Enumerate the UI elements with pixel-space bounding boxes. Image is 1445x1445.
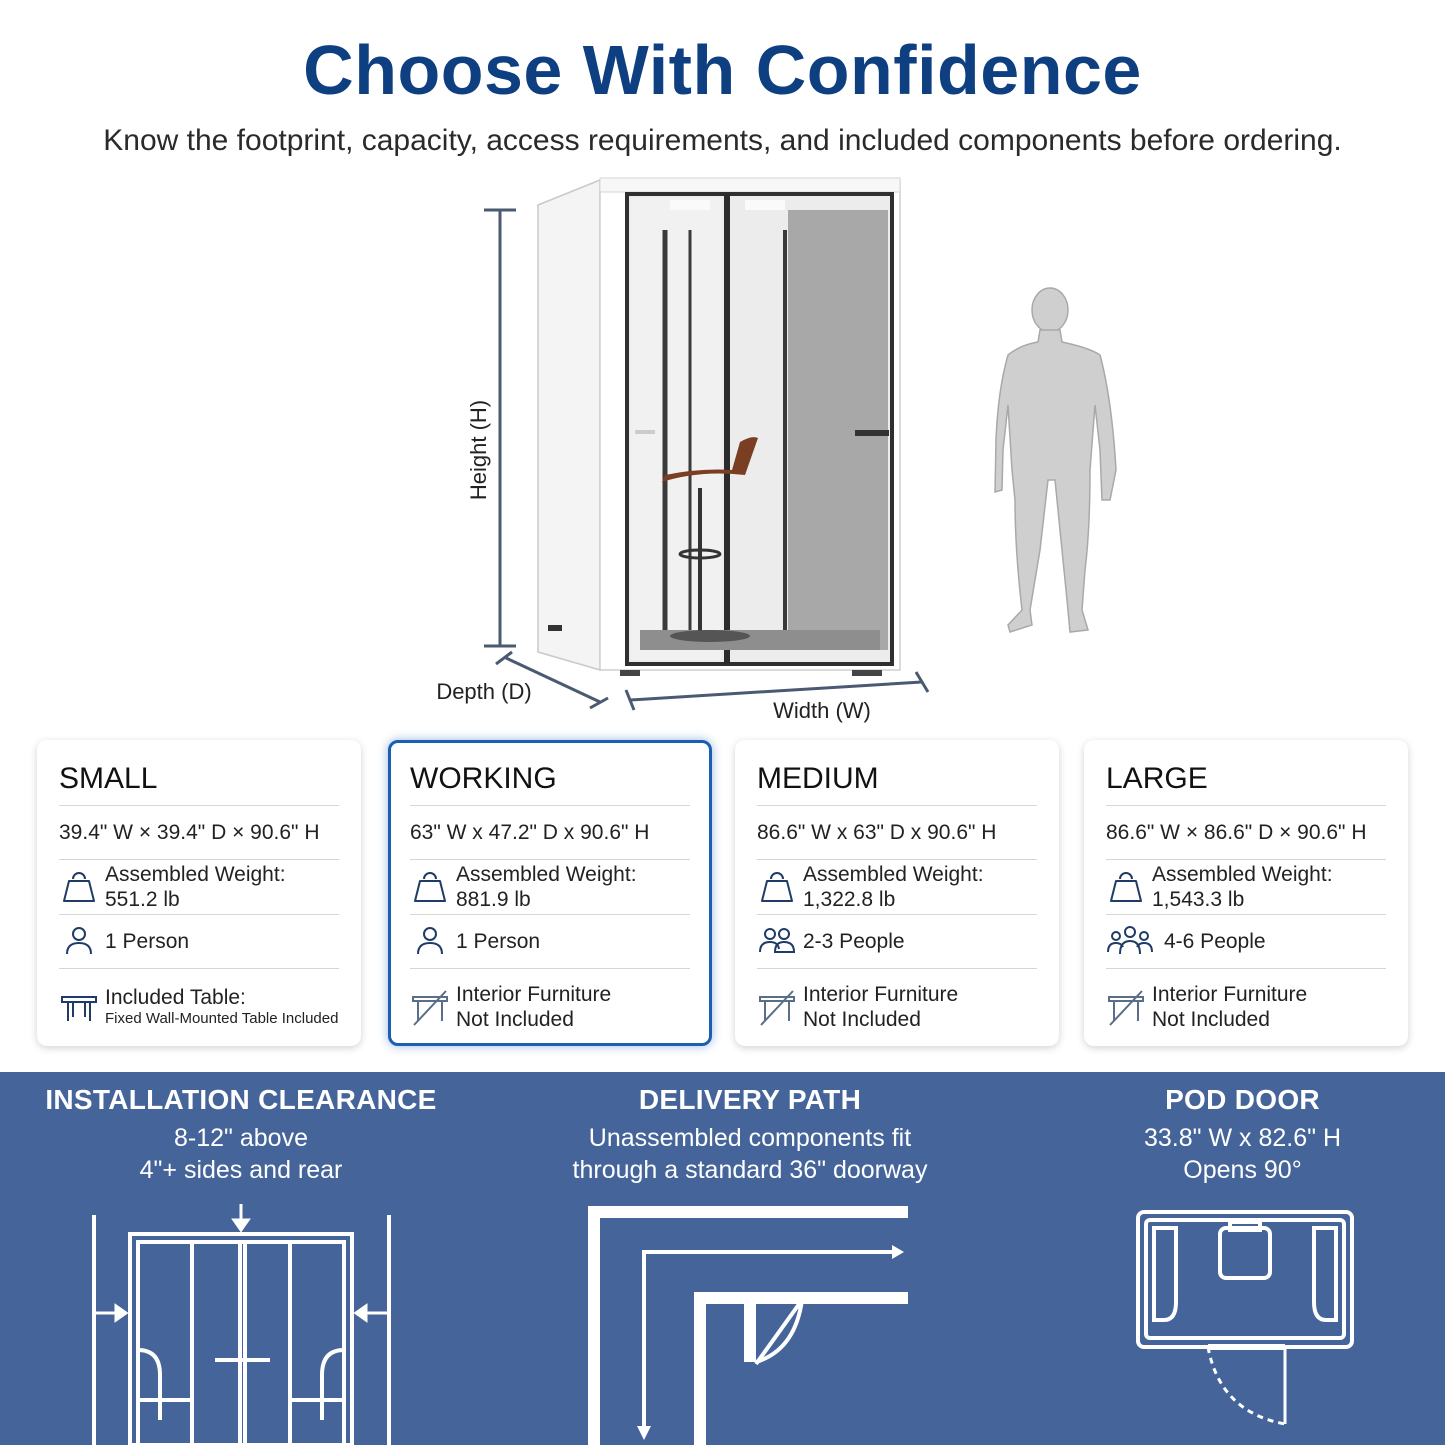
clearance-diagram [92,1204,391,1445]
people-group-icon [759,927,796,953]
card-dimensions: 86.6" W × 86.6" D × 90.6" H [1106,806,1386,860]
card-title: MEDIUM [757,758,1037,806]
capacity-value: 2-3 People [803,930,905,953]
card-capacity-row: 2-3 People [757,915,1037,969]
card-weight-row: Assembled Weight:1,322.8 lb [757,860,1037,915]
door-heading: POD DOOR [1165,1084,1320,1115]
width-label: Width (W) [773,698,871,723]
installation-clearance-section: INSTALLATION CLEARANCE 8-12" above 4"+ s… [20,1084,462,1186]
card-capacity-row: 1 Person [410,915,690,969]
pod-door-section: POD DOOR 33.8" W x 82.6" H Opens 90° [1080,1084,1405,1186]
no-furniture-icon [759,989,795,1026]
height-label: Height (H) [466,400,491,500]
card-dimensions: 39.4" W × 39.4" D × 90.6" H [59,806,339,860]
door-line2: Opens 90° [1183,1156,1302,1184]
installation-line2: 4"+ sides and rear [139,1156,343,1184]
pod-image [537,177,901,676]
size-card-large[interactable]: LARGE 86.6" W × 86.6" D × 90.6" H Assemb… [1084,740,1408,1046]
delivery-heading: DELIVERY PATH [638,1084,862,1115]
depth-dimension-line [495,650,609,710]
no-furniture-icon [1108,989,1144,1026]
card-weight-row: Assembled Weight:881.9 lb [410,860,690,915]
size-card-small[interactable]: SMALL 39.4" W × 39.4" D × 90.6" H Assemb… [37,740,361,1046]
delivery-line1: Unassembled components fit [588,1124,912,1152]
card-capacity-row: 1 Person [59,915,339,969]
weight-label: Assembled Weight: [456,863,637,886]
size-card-medium[interactable]: MEDIUM 86.6" W x 63" D x 90.6" H Assembl… [735,740,1059,1046]
weight-value: 881.9 lb [456,888,531,911]
size-card-working[interactable]: WORKING 63" W x 47.2" D x 90.6" H Assemb… [388,740,712,1046]
page-subtitle: Know the footprint, capacity, access req… [103,124,1342,157]
furniture-line2: Not Included [803,1007,921,1031]
card-title: WORKING [410,758,690,806]
card-weight-row: Assembled Weight:551.2 lb [59,860,339,915]
weight-value: 1,543.3 lb [1152,888,1245,911]
weight-icon [414,872,446,902]
weight-label: Assembled Weight: [1152,863,1333,886]
capacity-value: 4-6 People [1164,930,1266,953]
installation-heading: INSTALLATION CLEARANCE [45,1084,437,1115]
capacity-value: 1 Person [105,930,190,953]
depth-label: Depth (D) [436,679,531,704]
weight-label: Assembled Weight: [803,863,984,886]
width-dimension-line [624,671,930,711]
pod-illustration: Height (H) Depth (D) Width (W) [436,177,1117,723]
card-title: SMALL [59,758,339,806]
arrow-left-icon [353,1303,388,1323]
card-dimensions: 63" W x 47.2" D x 90.6" H [410,806,690,860]
delivery-path-section: DELIVERY PATH Unassembled components fit… [520,1084,980,1186]
weight-icon [63,872,95,902]
card-dimensions: 86.6" W x 63" D x 90.6" H [757,806,1037,860]
info-band: INSTALLATION CLEARANCE 8-12" above 4"+ s… [0,1072,1445,1445]
installation-line1: 8-12" above [174,1124,308,1152]
weight-icon [1110,872,1142,902]
person-icon [417,926,443,954]
person-icon [66,926,92,954]
furniture-line1: Included Table: [105,986,246,1009]
furniture-line1: Interior Furniture [1152,982,1308,1006]
person-silhouette-icon [994,287,1117,633]
arrow-down-icon [231,1204,251,1233]
furniture-line1: Interior Furniture [803,982,959,1006]
page-title: Choose With Confidence [303,31,1142,109]
people-crowd-icon [1107,925,1153,954]
weight-value: 551.2 lb [105,888,180,911]
card-capacity-row: 4-6 People [1106,915,1386,969]
card-weight-row: Assembled Weight:1,543.3 lb [1106,860,1386,915]
height-dimension-line [484,208,516,648]
pod-door-diagram [1136,1210,1354,1426]
furniture-line2: Not Included [456,1007,574,1031]
capacity-value: 1 Person [456,930,541,953]
furniture-line1: Interior Furniture [456,982,612,1006]
delivery-line2: through a standard 36" doorway [572,1156,928,1184]
delivery-path-diagram [588,1206,908,1445]
arrow-path-icon [642,1250,895,1430]
weight-icon [761,872,793,902]
weight-value: 1,322.8 lb [803,888,896,911]
furniture-line2: Not Included [1152,1007,1270,1031]
arrow-right-icon [94,1303,129,1323]
door-line1: 33.8" W x 82.6" H [1144,1124,1341,1152]
size-cards: SMALL 39.4" W × 39.4" D × 90.6" H Assemb… [37,740,1409,1046]
card-title: LARGE [1106,758,1386,806]
no-furniture-icon [412,989,448,1026]
furniture-line2: Fixed Wall-Mounted Table Included [105,1010,339,1027]
weight-label: Assembled Weight: [105,863,286,886]
card-furniture-row: Included Table:Fixed Wall-Mounted Table … [59,969,339,1044]
table-icon [61,995,97,1021]
